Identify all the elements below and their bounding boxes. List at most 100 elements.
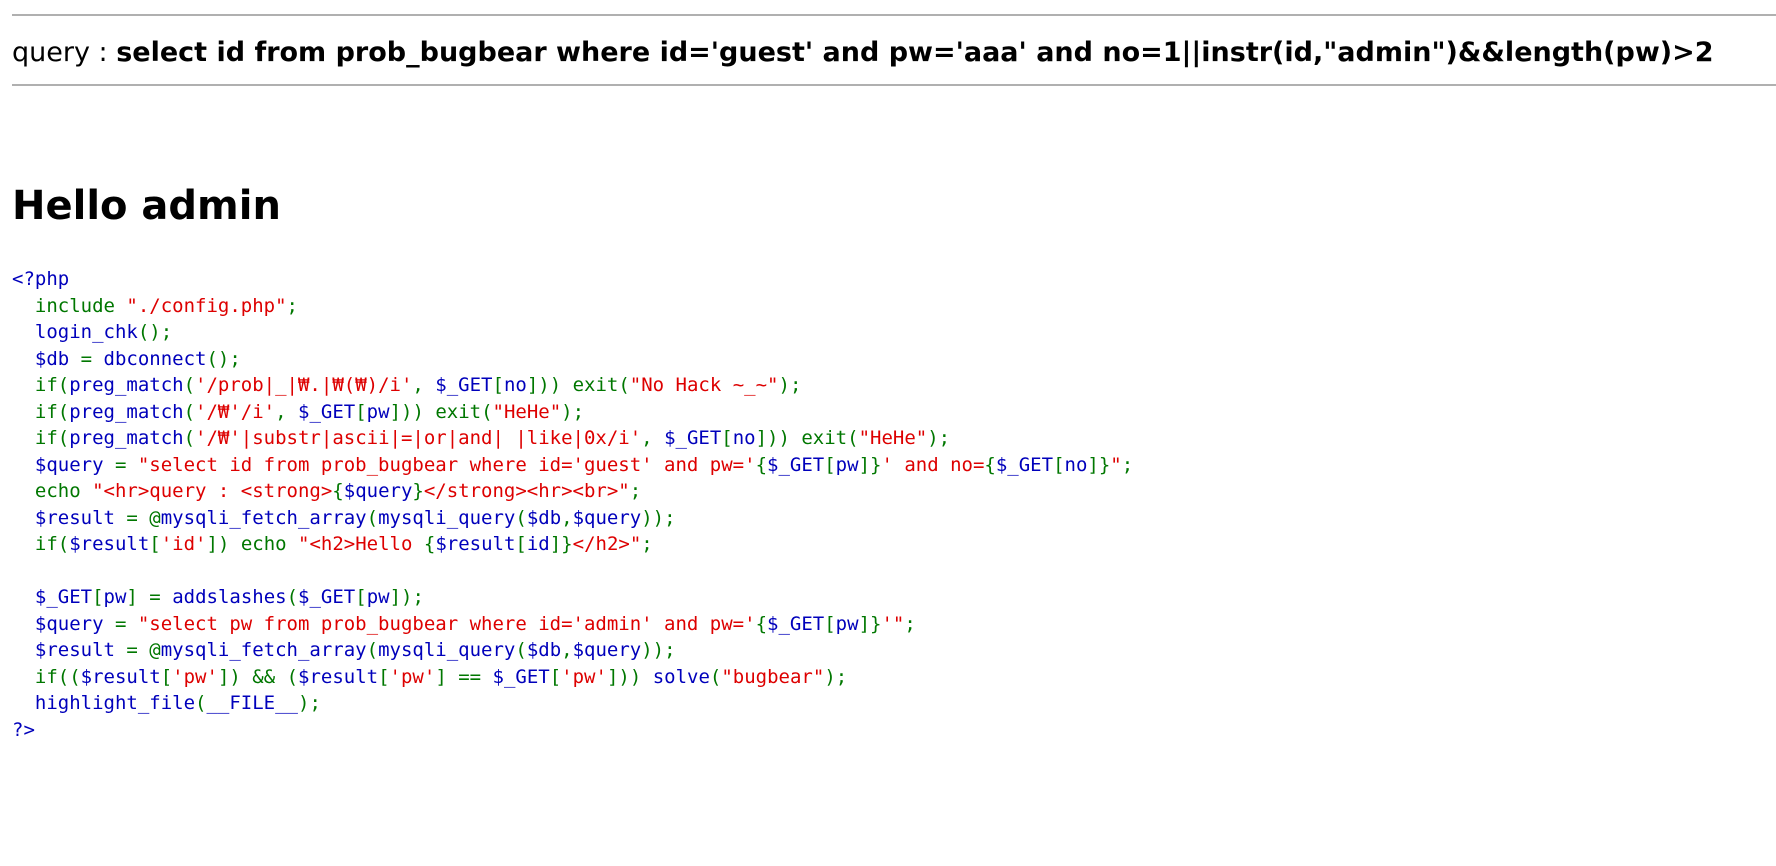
code-token: ]}: [858, 453, 882, 476]
code-token: ;: [629, 480, 642, 502]
code-token: login_chk: [12, 321, 138, 343]
code-token: $_GET: [492, 665, 550, 688]
code-token: if(: [12, 400, 70, 423]
code-token: ));: [641, 639, 676, 661]
code-token: ]}: [549, 533, 573, 555]
code-token: (: [183, 427, 196, 449]
code-line: include "./config.php";: [12, 293, 1133, 320]
code-line: $result = @mysqli_fetch_array(mysqli_que…: [12, 505, 1133, 532]
code-token: [: [721, 427, 733, 449]
highlighted-source-code: <?php include "./config.php"; login_chk (…: [12, 266, 1133, 743]
code-token: </strong><hr><br>": [423, 480, 630, 502]
code-token: = @: [126, 506, 161, 529]
code-token: dbconnect: [103, 347, 207, 370]
code-token: ;: [904, 612, 916, 635]
code-token: "HeHe": [858, 427, 928, 449]
code-token: ])): [606, 665, 653, 688]
code-token: "select id from prob_bugbear where id='g…: [137, 453, 756, 476]
code-line: $query = "select id from prob_bugbear wh…: [12, 452, 1133, 479]
code-token: ] =: [126, 586, 173, 608]
code-token: pw: [366, 400, 390, 423]
code-token: ": [1110, 453, 1122, 476]
query-line: query : select id from prob_bugbear wher…: [12, 33, 1714, 73]
code-line: <?php: [12, 266, 1133, 293]
code-token: no: [503, 374, 527, 396]
code-token: [: [1053, 453, 1065, 476]
code-token: (: [709, 665, 722, 688]
code-token: ] ==: [435, 665, 493, 688]
code-token: echo: [12, 480, 93, 502]
code-token: =: [80, 347, 104, 370]
code-token: if((: [12, 665, 81, 688]
code-token: if(: [12, 533, 70, 555]
code-token: ,: [641, 427, 665, 449]
code-line: highlight_file(__FILE__);: [12, 690, 1133, 717]
code-line: if(preg_match('/prob|_|₩.|₩(₩)/i', $_GET…: [12, 372, 1133, 399]
code-token: $query: [343, 480, 413, 502]
code-token: $query: [12, 612, 115, 635]
code-token: "./config.php": [126, 294, 287, 317]
code-token: mysqli_fetch_array: [160, 639, 367, 661]
code-token: );: [561, 400, 585, 423]
code-token: ,: [412, 374, 436, 396]
code-token: "HeHe": [492, 400, 562, 423]
code-token: preg_match: [69, 400, 184, 423]
code-token: ])) exit(: [389, 400, 493, 423]
code-token: [: [378, 665, 390, 688]
code-token: }: [412, 480, 424, 502]
code-token: $query: [572, 506, 642, 529]
code-token: 'id': [160, 533, 207, 555]
code-token: [: [824, 453, 836, 476]
code-token: mysqli_query: [378, 506, 516, 529]
code-line: $result = @mysqli_fetch_array(mysqli_que…: [12, 637, 1133, 664]
query-label: query :: [12, 37, 117, 68]
code-token: ]}: [1087, 453, 1111, 476]
code-token: {: [332, 480, 344, 502]
code-token: );: [298, 692, 321, 714]
horizontal-rule-bottom: [12, 84, 1776, 86]
code-token: no: [732, 427, 756, 449]
code-token: ));: [641, 506, 676, 529]
code-token: [: [92, 586, 104, 608]
query-value: select id from prob_bugbear where id='gu…: [116, 37, 1714, 68]
code-token: ]);: [389, 586, 424, 608]
code-token: {: [423, 533, 436, 555]
code-token: $result: [80, 665, 161, 688]
code-token: ]) && (: [217, 665, 299, 688]
code-token: $_GET: [767, 453, 825, 476]
code-token: ;: [641, 533, 653, 555]
code-token: "<hr>query : <strong>: [92, 480, 333, 502]
code-token: $_GET: [12, 586, 93, 608]
code-line: [12, 558, 1133, 585]
code-token: {: [755, 612, 768, 635]
code-line: if(preg_match('/₩'|substr|ascii|=|or|and…: [12, 425, 1133, 452]
code-token: (: [286, 586, 299, 608]
code-token: );: [778, 374, 802, 396]
code-token: $_GET: [767, 612, 825, 635]
code-token: $_GET: [664, 427, 722, 449]
code-token: solve: [652, 665, 710, 688]
code-token: "No Hack ~_~": [629, 374, 779, 396]
code-token: pw: [835, 612, 859, 635]
code-line: ?>: [12, 717, 1133, 744]
code-token: =: [114, 453, 138, 476]
code-line: $db = dbconnect();: [12, 346, 1133, 373]
code-token: [: [355, 586, 367, 608]
code-token: mysqli_fetch_array: [160, 506, 367, 529]
code-token: '/prob|_|₩.|₩(₩)/i': [195, 374, 413, 396]
code-token: no: [1064, 453, 1088, 476]
code-line: $_GET[pw] = addslashes($_GET[pw]);: [12, 584, 1133, 611]
code-token: include: [12, 294, 127, 317]
code-token: {: [984, 453, 996, 476]
code-token: '": [881, 612, 905, 635]
code-token: 'pw': [389, 665, 436, 688]
code-line: if($result['id']) echo "<h2>Hello {$resu…: [12, 531, 1133, 558]
code-token: ])) exit(: [526, 374, 630, 396]
code-token: addslashes: [172, 586, 287, 608]
code-token: $_GET: [995, 453, 1054, 476]
code-token: );: [824, 665, 848, 688]
code-token: {: [755, 453, 768, 476]
code-token: $db: [526, 506, 562, 529]
code-token: ]}: [858, 612, 882, 635]
code-token: '/₩'|substr|ascii|=|or|and| |like|0x/i': [195, 427, 642, 449]
